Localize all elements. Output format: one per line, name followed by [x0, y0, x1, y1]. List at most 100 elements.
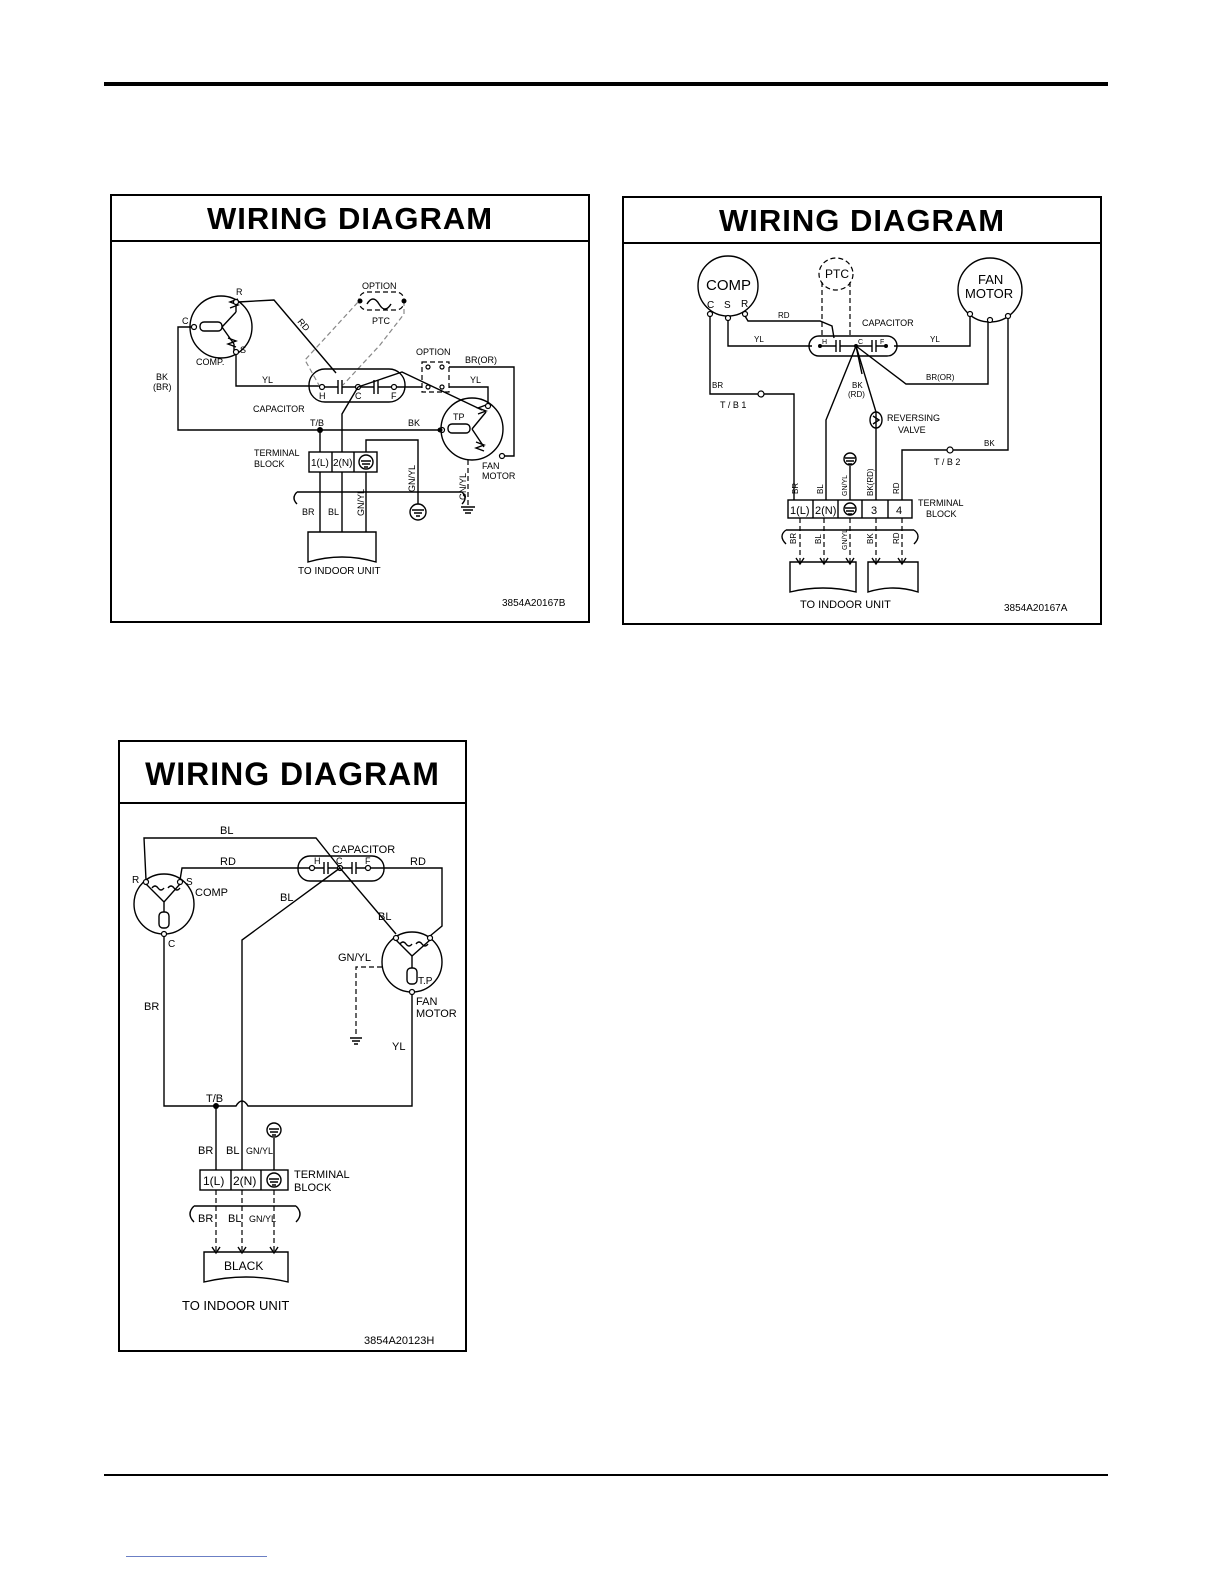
label-h: H: [314, 856, 321, 866]
wire-ptc-right: [342, 301, 405, 386]
wire-c-fan: [357, 371, 483, 411]
terminal-ground-icon: [266, 1172, 282, 1188]
header-rule: [104, 82, 1108, 86]
arrow-icons: [211, 1246, 279, 1255]
label-v-br: BR: [791, 483, 800, 494]
wire-rd-left: [179, 867, 310, 881]
label-br: (BR): [153, 382, 172, 392]
label-yl-right: YL: [470, 375, 481, 385]
label-valve: VALVE: [898, 425, 926, 435]
wire-bk-br: [177, 326, 440, 431]
label-gnyl-lower: GN/YL: [356, 489, 366, 516]
footer-rule: [104, 1474, 1108, 1476]
terminal-1: 1(L): [790, 505, 810, 517]
wiring-diagram-panel-a: WIRING DIAGRAM C R S COMP. RD YL BK (BR)…: [110, 194, 590, 623]
label-terminal: TERMINAL: [254, 448, 300, 458]
label-bl-top: BL: [220, 825, 233, 837]
label-indoor: TO INDOOR UNIT: [800, 599, 891, 611]
fan-winding-icon: [395, 939, 431, 968]
label-v-bl: BL: [816, 484, 825, 494]
diagram-code: 3854A20123H: [364, 1335, 434, 1347]
footer-link-underline: [126, 1556, 267, 1557]
capacitor-plates-icon: [322, 380, 394, 394]
label-yl-left: YL: [754, 335, 764, 344]
fan-option-box: [421, 361, 450, 393]
label-w-gnyl: GN/YL: [246, 1146, 273, 1156]
label-w-br: BR: [198, 1145, 213, 1157]
label-option-fan: OPTION: [416, 347, 451, 357]
label-tb1: T / B 1: [720, 400, 746, 410]
label-r: R: [236, 287, 243, 297]
ground-icon: [409, 503, 427, 521]
label-yl: YL: [392, 1041, 405, 1053]
label-br-or: BR(OR): [465, 355, 497, 365]
capacitor-plates-icon: [820, 340, 886, 352]
winding-coil-icon: [226, 298, 240, 348]
terminal-1: 1(L): [203, 1174, 224, 1188]
wire-fan-ground: [355, 966, 382, 1036]
label-motor: MOTOR: [416, 1008, 457, 1020]
label-yl-right: YL: [930, 335, 940, 344]
fan-ground-icon: [350, 1037, 362, 1045]
fan-tp-icon: [447, 423, 471, 434]
label-bl-mid: BL: [280, 892, 293, 904]
compressor-overload-icon: [199, 321, 223, 332]
label-d-bl: BL: [814, 534, 823, 544]
ptc-icon: [366, 298, 392, 310]
terminal-ground-icon: [358, 454, 374, 470]
label-indoor: TO INDOOR UNIT: [298, 566, 381, 577]
wiring-schematic-c: R S COMP C H C F CAPACITOR BL RD RD BL B…: [132, 825, 457, 1347]
diagram-title: WIRING DIAGRAM: [624, 198, 1100, 244]
wire-rd: [237, 299, 337, 374]
label-br-left: BR: [144, 1001, 159, 1013]
label-c: C: [182, 316, 189, 326]
label-capacitor: CAPACITOR: [332, 844, 395, 856]
label-s: S: [240, 345, 246, 355]
wire-ground: [365, 439, 419, 504]
label-cap-c: C: [336, 856, 343, 866]
arrow-icons: [795, 557, 907, 566]
label-indoor: TO INDOOR UNIT: [182, 1298, 289, 1313]
label-rd: RD: [778, 311, 790, 320]
label-tp: T.P: [418, 976, 433, 987]
wiring-schematic-a: C R S COMP. RD YL BK (BR) OPTION PTC H C…: [153, 281, 566, 609]
label-motor: MOTOR: [965, 286, 1013, 301]
label-tb2: T / B 2: [934, 457, 960, 467]
label-v-rd: RD: [892, 482, 901, 494]
label-cap-c: C: [355, 391, 362, 401]
ground-icon: [266, 1122, 282, 1138]
bracket: [781, 529, 919, 545]
wire-rd: [744, 315, 835, 339]
terminal-block: [308, 451, 378, 473]
label-cap-c: C: [858, 339, 863, 346]
wire-bk-tb2: [952, 318, 1009, 451]
label-h: H: [319, 391, 326, 401]
terminal-1: 1(L): [311, 458, 329, 469]
label-gnyl-ground: GN/YL: [407, 465, 417, 492]
label-d-br: BR: [198, 1213, 213, 1225]
wire-c-tb: [341, 386, 359, 452]
label-gnyl: GN/YL: [338, 952, 371, 964]
label-terminal: TERMINAL: [918, 498, 964, 508]
wiring-diagram-panel-b: WIRING DIAGRAM COMP C S R PTC FAN MOTOR …: [622, 196, 1102, 625]
indoor-unit-box: [203, 1251, 289, 1283]
wiring-diagram-panel-c: WIRING DIAGRAM R S COMP C H C F CAPACITO…: [118, 740, 467, 1352]
label-reversing: REVERSING: [887, 413, 940, 423]
label-bk-rd-1: BK: [852, 381, 863, 390]
wire-yl-right: [396, 386, 489, 404]
compressor-winding-icon: [145, 883, 181, 912]
diagram-title: WIRING DIAGRAM: [120, 742, 465, 804]
label-s: S: [186, 877, 193, 888]
label-bk: BK: [984, 439, 995, 448]
compressor-overload-icon: [158, 911, 170, 929]
wire-bl-right: [339, 867, 397, 935]
label-fan: FAN: [482, 461, 500, 471]
label-fan: FAN: [978, 272, 1003, 287]
terminal-2: 2(N): [233, 1174, 256, 1188]
fan-ground-icon: [461, 506, 475, 514]
diagram-code: 3854A20167A: [1004, 603, 1068, 614]
compressor-winding-icon: [221, 304, 237, 352]
label-rd-left: RD: [220, 856, 236, 868]
label-rd: RD: [296, 317, 312, 334]
diagram-title: WIRING DIAGRAM: [112, 196, 588, 242]
